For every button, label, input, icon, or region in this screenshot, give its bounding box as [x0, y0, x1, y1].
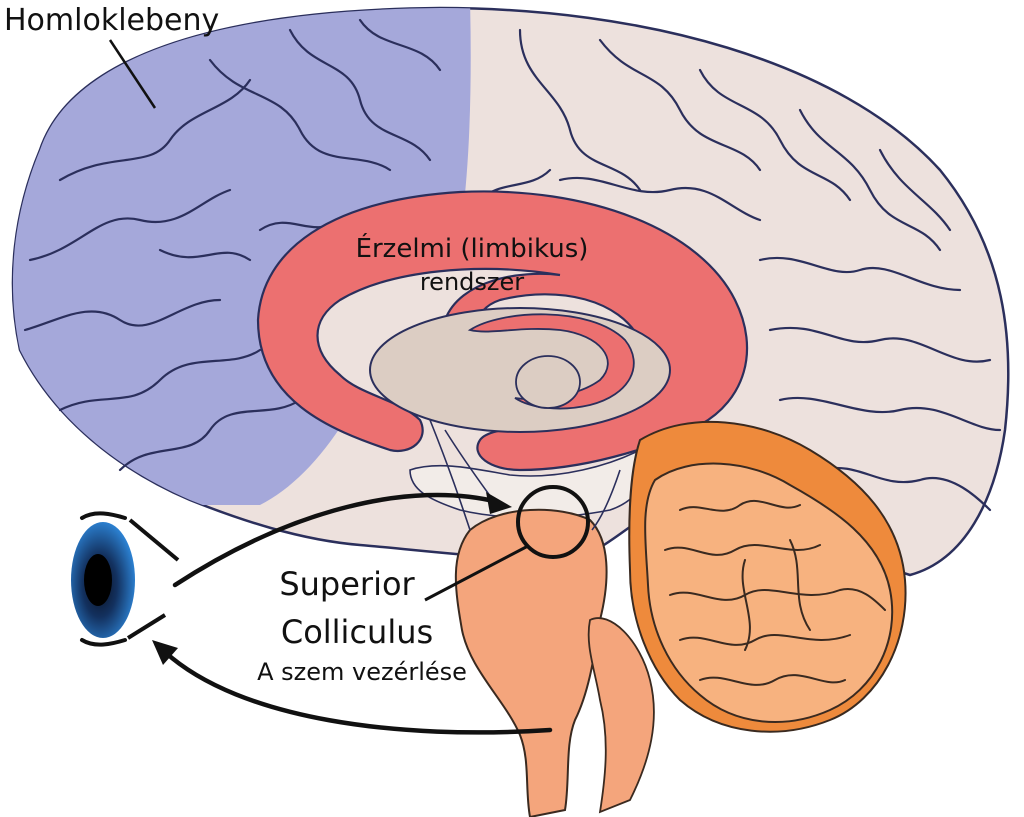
colliculus-leader-line: [424, 544, 529, 602]
frontal-lobe-label: Homloklebeny: [4, 3, 219, 38]
cerebellum: [644, 462, 894, 723]
medulla: [587, 617, 655, 814]
visual-pathway-arrow: [172, 492, 512, 588]
eye-pupil: [84, 554, 112, 606]
colliculus-label-line2: Colliculus: [281, 613, 433, 651]
cerebellum-folia: [664, 499, 886, 686]
eye-connector-top: [128, 518, 180, 562]
cortex-gyri: [23, 18, 1002, 512]
frontal-lobe-leader-line: [108, 39, 157, 109]
eye-lower-lid: [80, 638, 127, 647]
limbic-label-line1: Érzelmi (limbikus): [356, 232, 589, 264]
eye-connector-bottom: [126, 613, 167, 640]
colliculus-label-line1: Superior: [279, 565, 415, 603]
limbic-label-line2: rendszer: [420, 268, 524, 296]
eye-control-arrow: [152, 640, 553, 735]
superior-colliculus-marker: [516, 485, 590, 559]
thalamus-core: [515, 355, 581, 409]
frontal-lobe-region: [12, 8, 471, 505]
eye: [71, 511, 135, 647]
brainstem: [454, 508, 608, 817]
fornix-arch: [467, 313, 635, 410]
eye-control-label: A szem vezérlése: [257, 658, 467, 686]
eye-upper-lid: [80, 511, 127, 520]
